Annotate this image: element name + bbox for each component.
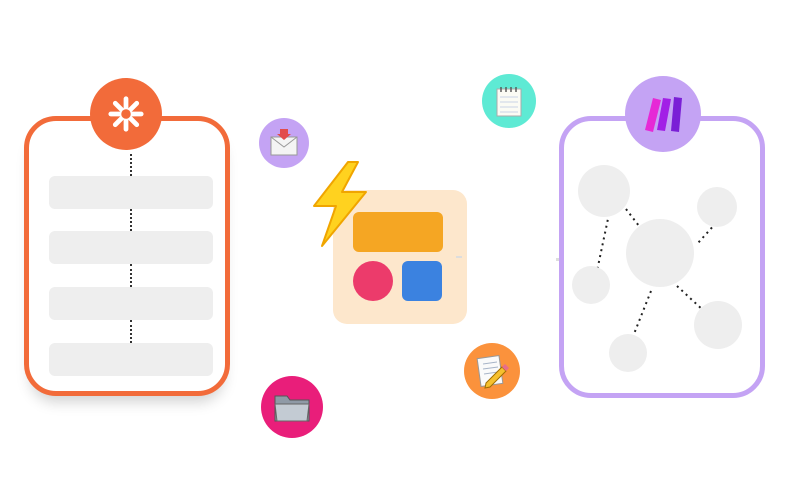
- network-node: [694, 301, 742, 349]
- notepad-icon: [482, 74, 536, 128]
- network-node: [572, 266, 610, 304]
- network-edge: [596, 213, 610, 272]
- connector-line: [130, 264, 132, 287]
- network-node: [697, 187, 737, 227]
- connector-line: [130, 320, 132, 343]
- network-node: [626, 219, 694, 287]
- placeholder-row: [49, 287, 213, 320]
- app-tile-icon: [333, 190, 467, 324]
- folder-icon: [261, 376, 323, 438]
- network-edge: [697, 222, 717, 244]
- network-edge: [676, 285, 705, 312]
- right-app-card: [559, 116, 765, 398]
- placeholder-row: [49, 176, 213, 209]
- placeholder-row: [49, 231, 213, 264]
- tile-bar: [353, 212, 443, 252]
- placeholder-row: [49, 343, 213, 376]
- asterisk-logo-icon: [90, 78, 162, 150]
- tile-circle: [353, 261, 393, 301]
- lightning-bolt-icon: [313, 161, 367, 247]
- connector-dot: [456, 256, 462, 258]
- network-node: [578, 165, 630, 217]
- tile-square: [402, 261, 442, 301]
- connector-dot: [556, 258, 559, 261]
- network-node: [609, 334, 647, 372]
- connector-line: [130, 154, 132, 176]
- make-logo-icon: [625, 76, 701, 152]
- connector-line: [130, 209, 132, 231]
- pencil-document-icon: [464, 343, 520, 399]
- envelope-icon: [259, 118, 309, 168]
- left-app-card: [24, 116, 230, 396]
- network-edge: [631, 290, 652, 340]
